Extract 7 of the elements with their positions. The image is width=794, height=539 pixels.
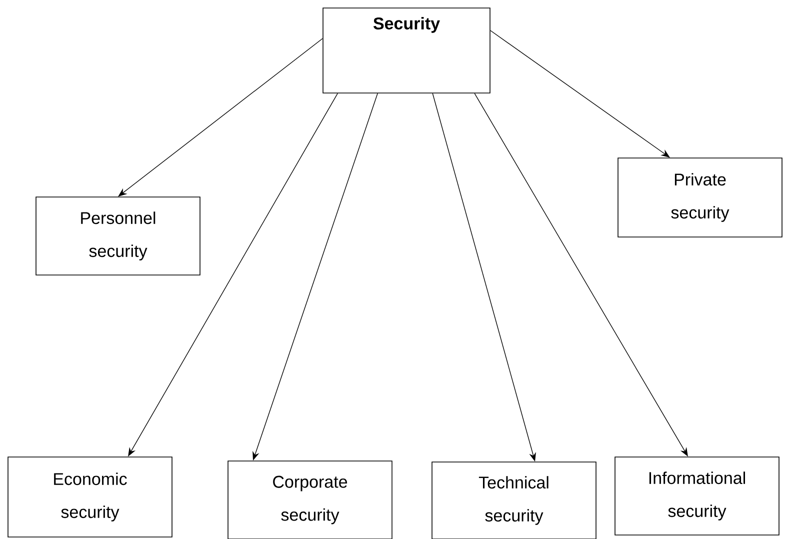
category-box: Economic security	[8, 456, 172, 538]
category-box: Technical security	[432, 462, 596, 539]
category-box: Private security	[618, 158, 782, 238]
category-box: Informational security	[614, 456, 780, 536]
category-box: Personnel security	[36, 196, 200, 276]
title-box: Security	[322, 8, 490, 94]
category-box: Corporate security	[228, 460, 392, 539]
